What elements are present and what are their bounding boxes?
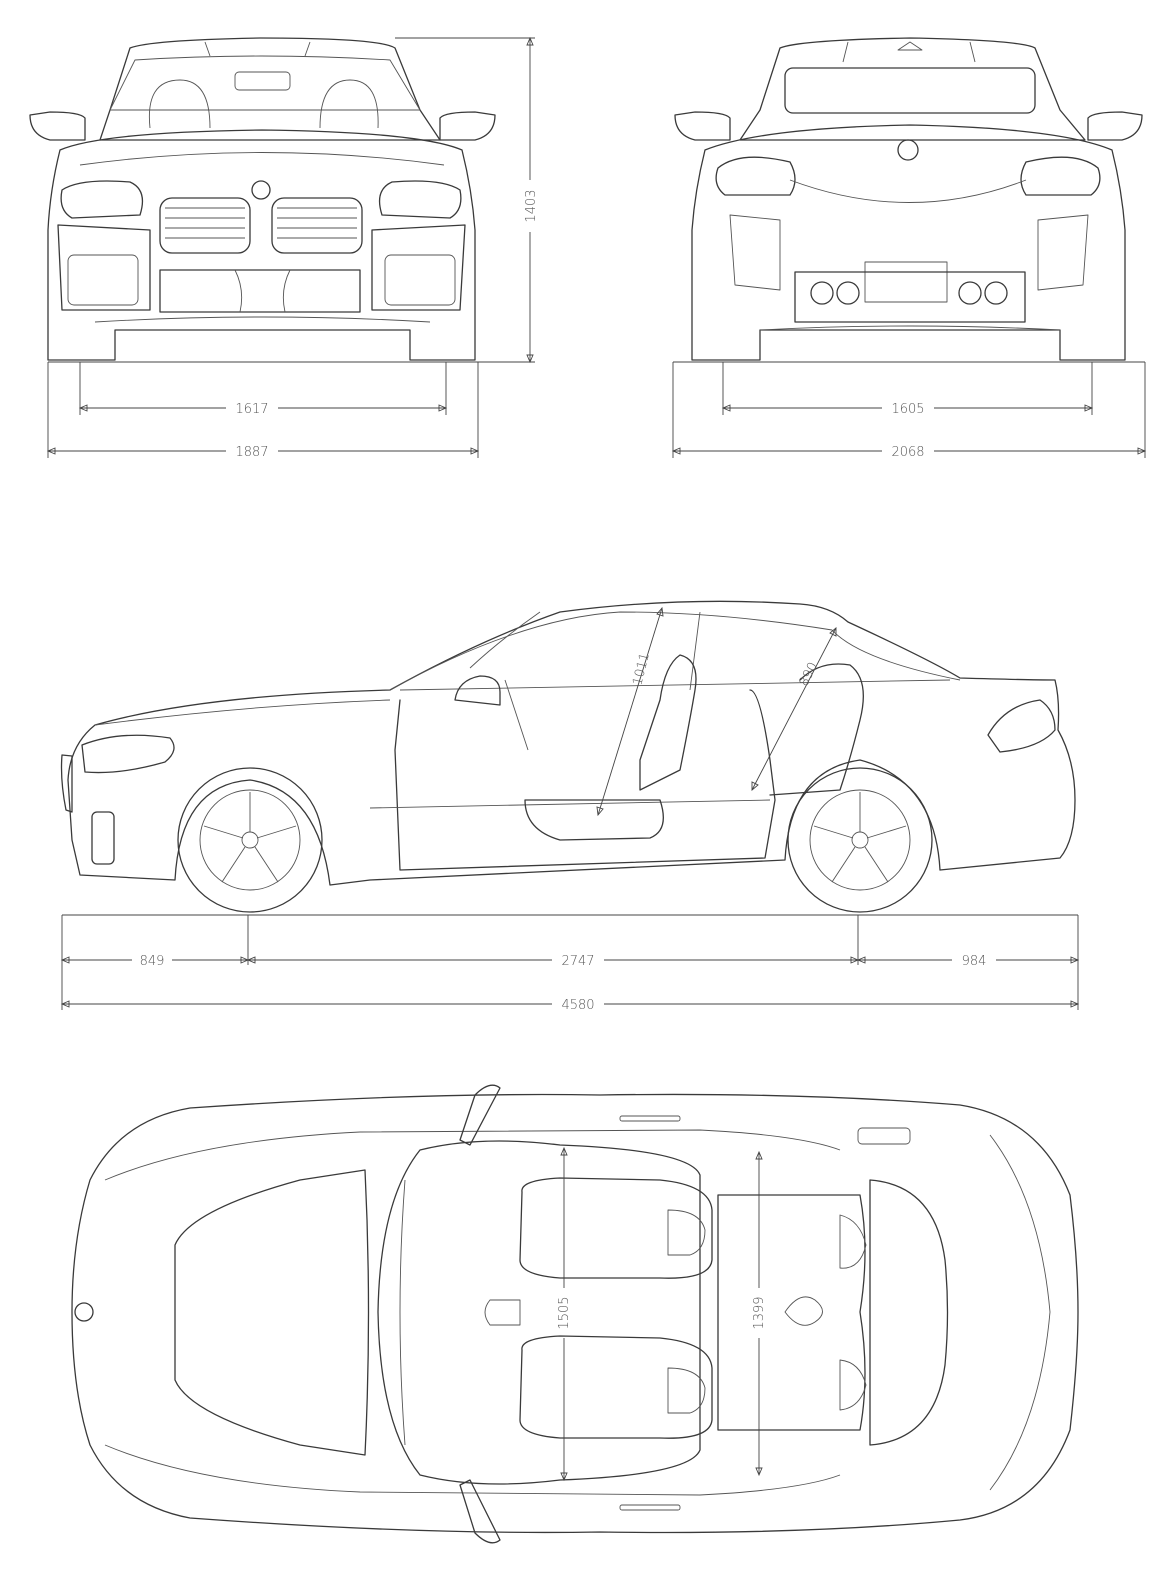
- dim-rear-shoulder-width: 1399: [752, 1296, 767, 1329]
- rear-dimensions: 1605 2068: [671, 361, 1147, 460]
- dim-front-shoulder-width: 1505: [557, 1296, 572, 1329]
- dim-width-mirrors: 2068: [891, 445, 924, 460]
- bmw-logo-top-icon: [74, 1302, 94, 1322]
- dim-wheelbase: 2747: [561, 954, 594, 969]
- dim-body-width: 1887: [235, 445, 268, 460]
- side-view: 1011 890: [60, 600, 1076, 913]
- dim-height: 1403: [524, 189, 539, 222]
- dim-rear-overhang: 984: [962, 954, 987, 969]
- bmw-logo-icon: [251, 180, 271, 200]
- rear-view: [674, 37, 1143, 361]
- bmw-logo-rear-icon: [897, 139, 919, 161]
- front-dimensions: 1617 1887 1403: [46, 36, 539, 460]
- top-view: 1505 1399: [71, 1084, 1079, 1544]
- dim-rear-track: 1605: [891, 402, 924, 417]
- dim-front-track: 1617: [235, 402, 268, 417]
- dim-front-headroom: 1011: [630, 651, 653, 687]
- side-dimensions: 849 2747 984 4580: [60, 914, 1080, 1013]
- front-view: [29, 37, 496, 361]
- dim-length: 4580: [561, 998, 594, 1013]
- dim-front-overhang: 849: [140, 954, 165, 969]
